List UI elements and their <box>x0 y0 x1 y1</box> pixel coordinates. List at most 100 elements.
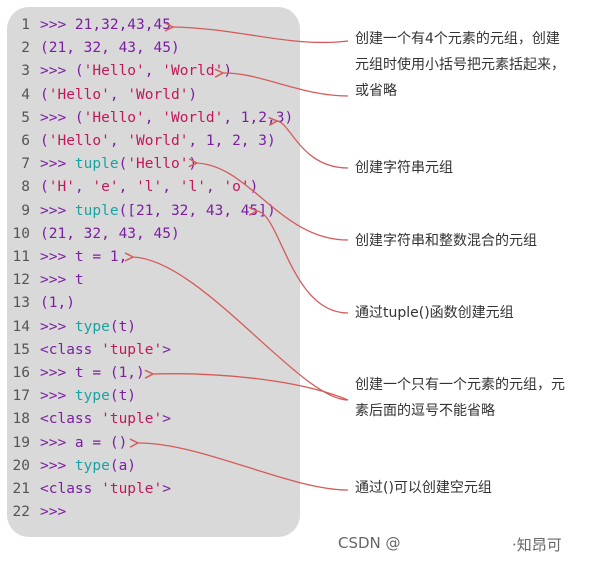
code-line: 2(21, 32, 43, 45) <box>0 37 180 60</box>
code-line: 1 >>> 21,32,43,45 <box>0 14 171 37</box>
code-token: 'Hello' <box>48 133 110 149</box>
code-token: 21,32,43,45 <box>74 17 171 33</box>
code-line: 12>>> t <box>0 269 84 292</box>
annotation-string-tuple: 创建字符串元组 <box>355 155 453 181</box>
code-token: 'Hello' <box>127 156 189 173</box>
line-number: 9 <box>21 202 30 219</box>
code-token: ([21, 32, 43, 45]) <box>118 202 276 219</box>
watermark-csdn: CSDN @ <box>338 534 401 552</box>
line-number: 5 <box>21 109 30 126</box>
code-token: ( <box>118 156 128 173</box>
line-number: 18 <box>12 411 30 428</box>
code-line: 15 <class 'tuple'> <box>0 339 171 362</box>
annotation-line: 创建一个只有一个元素的元组，元 <box>355 377 565 393</box>
watermark-zhihu: ·知昂可 <box>512 536 562 554</box>
code-line: 13(1,) <box>0 292 75 315</box>
code-token: 'World' <box>127 133 189 149</box>
code-token: , <box>144 109 163 126</box>
code-token: >>> <box>40 156 75 173</box>
code-token: 'Hello' <box>83 109 145 126</box>
annotation-line: 元组时使用小括号把元素括起来， <box>355 57 565 73</box>
code-line: 11 >>> t = 1, <box>0 246 128 269</box>
code-line: 22 >>> <box>0 501 67 524</box>
code-line: 14>>> type(t) <box>0 316 137 339</box>
code-line: 4('Hello', 'World') <box>0 84 197 107</box>
annotation-line: 创建字符串元组 <box>355 160 453 176</box>
code-line: 5 >>> ('Hello', 'World', 1,2,3) <box>0 107 293 130</box>
line-number: 14 <box>12 318 30 335</box>
code-line: 21<class 'tuple'> <box>0 478 171 501</box>
code-line: 17>>> type(t) <box>0 385 137 408</box>
code-token: >>> ( <box>40 109 84 126</box>
code-token: >>> a = () <box>40 434 128 451</box>
code-token: 'l' <box>136 179 163 196</box>
line-number: 15 <box>12 341 30 358</box>
code-token: type <box>74 457 110 474</box>
code-token: <class <box>40 411 102 428</box>
code-line: 8('H', 'e', 'l', 'l', 'o') <box>0 176 258 199</box>
code-token: 'o' <box>223 179 250 196</box>
code-token: >>> t <box>40 272 84 289</box>
code-token: >>> <box>40 504 67 521</box>
line-number: 21 <box>12 481 30 497</box>
code-token: 'tuple' <box>101 341 163 358</box>
line-number: 19 <box>12 434 30 451</box>
code-token: , <box>205 179 224 196</box>
code-token: >>> t = (1,) <box>40 365 145 381</box>
code-line: 18 <class 'tuple'> <box>0 408 171 431</box>
annotation-create-tuple: 创建一个有4个元素的元组，创建 元组时使用小括号把元素括起来， 或省略 <box>355 26 565 104</box>
code-token: , <box>118 179 137 196</box>
code-token: >>> <box>40 202 75 219</box>
code-token: (t) <box>109 388 137 405</box>
code-token: ) <box>188 86 198 103</box>
line-number: 16 <box>12 365 30 381</box>
code-token: >>> t = 1, <box>40 249 128 265</box>
line-number: 1 <box>21 17 30 33</box>
code-line: 10(21, 32, 43, 45) <box>0 223 180 246</box>
code-line: 3>>> ('Hello', 'World') <box>0 60 232 83</box>
code-token: type <box>74 388 110 405</box>
line-number: 10 <box>12 225 30 242</box>
code-token: , 1,2,3) <box>223 109 294 126</box>
line-number: 11 <box>12 249 30 265</box>
annotation-single-tuple: 创建一个只有一个元素的元组，元 素后面的逗号不能省略 <box>355 372 565 424</box>
code-token: <class <box>40 481 102 497</box>
code-line: 16 >>> t = (1,) <box>0 362 145 385</box>
code-token: 'tuple' <box>101 411 163 428</box>
code-token: > <box>162 411 171 428</box>
line-number: 22 <box>12 504 30 521</box>
code-token: <class <box>40 341 102 358</box>
code-token: 'World' <box>162 109 224 126</box>
code-token: >>> <box>40 388 75 405</box>
line-number: 7 <box>21 156 30 173</box>
annotation-line: 通过()可以创建空元组 <box>355 480 492 496</box>
code-token: , <box>162 179 180 196</box>
code-token: ( <box>40 179 49 196</box>
code-token: tuple <box>74 202 119 219</box>
code-token: , <box>109 86 128 103</box>
code-token: >>> <box>40 17 75 33</box>
annotation-empty-tuple: 通过()可以创建空元组 <box>355 475 492 501</box>
annotation-line: 素后面的逗号不能省略 <box>355 403 495 419</box>
line-number: 8 <box>21 179 30 196</box>
code-token: (t) <box>109 318 137 335</box>
code-token: (21, 32, 43, 45) <box>40 40 180 57</box>
code-token: 'e' <box>92 179 119 196</box>
code-token: , <box>109 133 128 149</box>
code-token: >>> ( <box>40 63 84 80</box>
code-token: > <box>162 341 171 358</box>
annotation-line: 或省略 <box>355 83 397 99</box>
code-token: ) <box>249 179 259 196</box>
code-token: (1,) <box>40 295 75 312</box>
code-token: 'Hello' <box>48 86 110 103</box>
line-number: 4 <box>21 86 30 103</box>
code-token: ) <box>188 156 198 173</box>
code-line: 7>>> tuple('Hello') <box>0 153 197 176</box>
annotation-tuple-func: 通过tuple()函数创建元组 <box>355 300 514 326</box>
code-token: >>> <box>40 457 75 474</box>
code-token: ( <box>40 133 49 149</box>
code-token: , <box>74 179 93 196</box>
code-token: 'H' <box>48 179 75 196</box>
code-line: 19 >>> a = () <box>0 432 128 455</box>
code-token: type <box>74 318 110 335</box>
